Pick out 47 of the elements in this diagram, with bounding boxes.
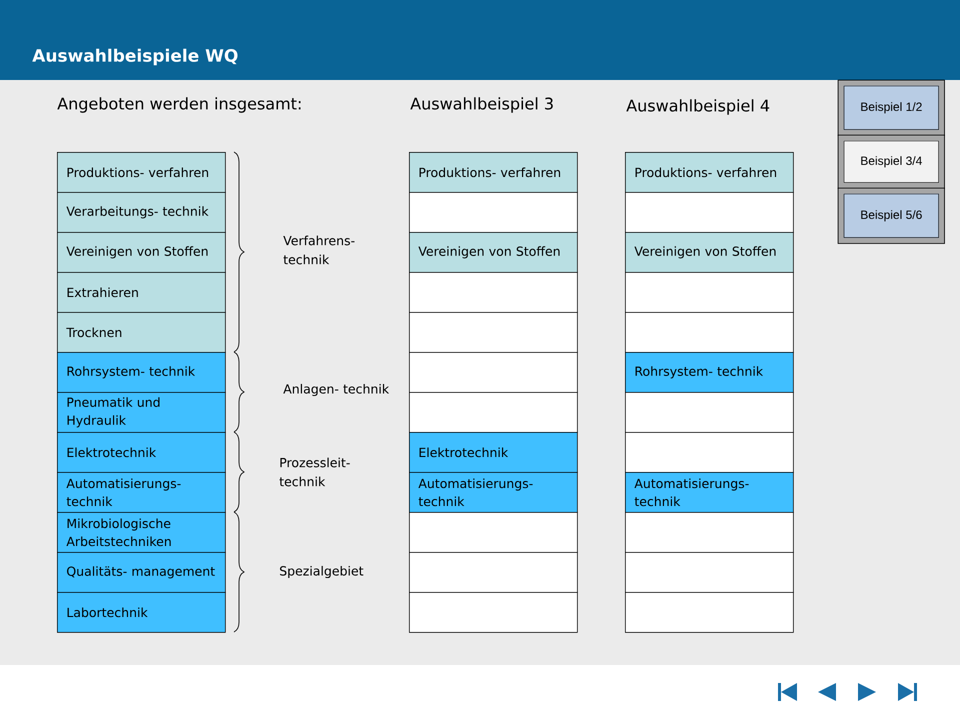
category-cell: Produktions- verfahren: [409, 152, 578, 193]
empty-cell: [625, 432, 794, 473]
empty-cell: [625, 512, 794, 553]
empty-cell: [625, 192, 794, 233]
group-label: Verfahrens- technik: [283, 236, 354, 264]
group-label: Spezialgebiet: [280, 566, 364, 578]
example-button: Beispiel 3/4: [838, 134, 945, 189]
category-cell: Extrahieren: [57, 272, 226, 313]
empty-cell: [625, 312, 794, 353]
empty-cell: [409, 352, 578, 393]
category-cell: Trocknen: [57, 312, 226, 353]
category-cell: Rohrsystem- technik: [625, 352, 794, 393]
heading: Angeboten werden insgesamt:: [57, 97, 300, 113]
heading: Auswahlbeispiel 4: [626, 99, 770, 115]
category-cell: Vereinigen von Stoffen: [625, 232, 794, 273]
empty-cell: [625, 272, 794, 313]
category-cell: Produktions- verfahren: [625, 152, 794, 193]
group-label: Anlagen- technik: [283, 384, 390, 396]
empty-cell: [625, 392, 794, 433]
category-cell: Qualitäts- management: [57, 552, 226, 593]
category-cell: Produktions- verfahren: [57, 152, 226, 193]
category-cell: Vereinigen von Stoffen: [57, 232, 226, 273]
empty-cell: [409, 392, 578, 433]
example-button: Beispiel 5/6: [838, 188, 945, 244]
title: Auswahlbeispiele WQ: [32, 48, 238, 66]
empty-cell: [409, 272, 578, 313]
category-cell: Automatisierungs- technik: [625, 472, 794, 513]
empty-cell: [409, 592, 578, 633]
category-cell: Labortechnik: [57, 592, 226, 633]
category-cell: Automatisierungs- technik: [409, 472, 578, 513]
category-cell: Verarbeitungs- technik: [57, 192, 226, 233]
category-cell: Elektrotechnik: [57, 432, 226, 473]
heading: Auswahlbeispiel 3: [410, 97, 553, 113]
category-cell: Rohrsystem- technik: [57, 352, 226, 393]
empty-cell: [625, 552, 794, 593]
category-cell: Mikrobiologische Arbeitstechniken: [57, 512, 226, 553]
empty-cell: [409, 512, 578, 553]
empty-cell: [409, 552, 578, 593]
example-button: Beispiel 1/2: [838, 80, 945, 136]
empty-cell: [625, 592, 794, 633]
group-label: Prozessleit- technik: [280, 458, 350, 486]
category-cell: Automatisierungs- technik: [57, 472, 226, 513]
category-cell: Elektrotechnik: [409, 432, 578, 473]
category-cell: Pneumatik und Hydraulik: [57, 392, 226, 433]
empty-cell: [409, 312, 578, 353]
empty-cell: [409, 192, 578, 233]
category-cell: Vereinigen von Stoffen: [409, 232, 578, 273]
